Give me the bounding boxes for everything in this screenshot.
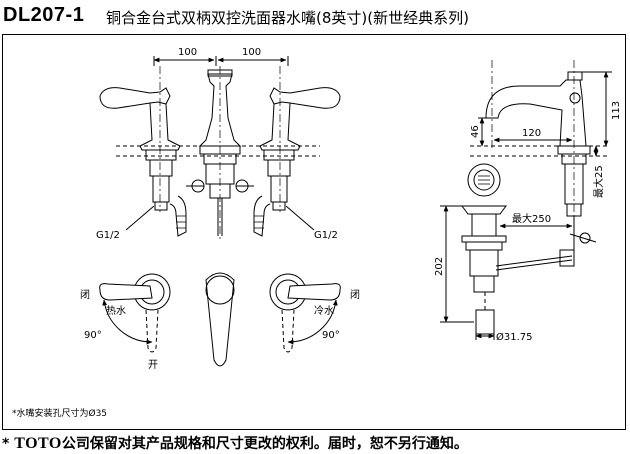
dim-drain-length: 202	[434, 257, 445, 276]
top-view	[99, 272, 341, 367]
footer-disclaimer: * TOTO公司保留对其产品规格和尺寸更改的权利。届时，恕不另行通知。	[2, 433, 468, 453]
label-cold-water: 冷水	[314, 304, 334, 317]
install-hole-note: *水嘴安装孔尺寸为Ø35	[12, 407, 107, 419]
front-view	[99, 56, 341, 240]
thread-label-right: G1/2	[314, 230, 338, 241]
dim-max-thickness: 最大25	[592, 165, 605, 198]
footer-text: 公司保留对其产品规格和尺寸更改的权利。届时，恕不另行通知。	[61, 436, 468, 452]
label-close-left: 闭	[80, 288, 90, 301]
label-close-right: 闭	[350, 288, 360, 301]
dim-max-250: 最大250	[512, 212, 551, 225]
page-title-description: 铜合金台式双柄双控洗面器水嘴(8英寸)(新世经典系列)	[106, 9, 469, 27]
dim-spout-height: 46	[470, 125, 481, 138]
label-hot-water: 热水	[106, 304, 126, 317]
dim-height: 113	[611, 101, 622, 120]
thread-label-left: G1/2	[96, 230, 120, 241]
dim-drain-diameter: Ø31.75	[496, 331, 533, 343]
dim-spout-reach: 120	[522, 128, 541, 139]
footer-mark: *	[2, 436, 10, 452]
drawing-frame	[2, 34, 626, 430]
page-title-model: DL207-1	[3, 4, 85, 26]
label-open: 开	[148, 360, 158, 371]
label-angle-left: 90°	[84, 330, 102, 341]
brand-logo: TOTO	[14, 435, 62, 452]
side-view	[440, 60, 612, 340]
dim-spacing-right: 100	[242, 47, 261, 58]
dim-spacing-left: 100	[178, 47, 197, 58]
label-angle-right: 90°	[322, 330, 340, 341]
